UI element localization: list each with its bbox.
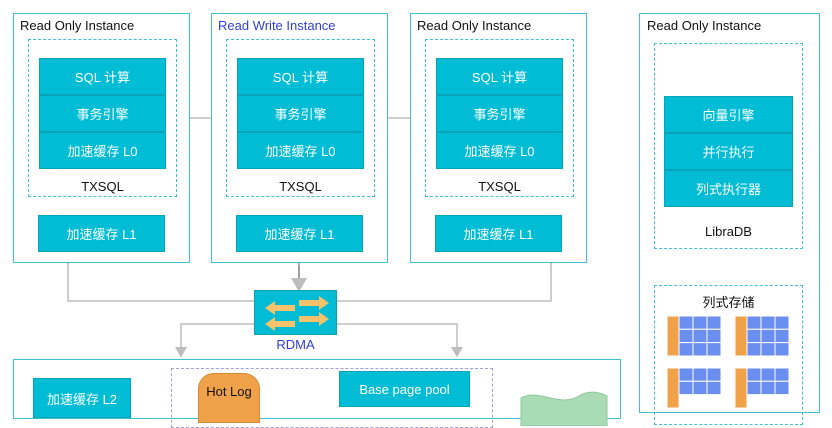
column-grid-3 [666,367,722,409]
hot-log-label: Hot Log [206,384,252,399]
columnar-storage-group: 列式存储 [654,285,803,425]
log-pool-group: Hot Log Base page pool [171,368,493,428]
read-only-instance-2: Read Only Instance SQL 计算 事务引擎 加速缓存 L0 T… [410,13,587,263]
column-grid-4 [734,367,790,409]
columnar-storage-title: 列式存储 [702,295,755,310]
arrow-rdma-storage-left [175,323,254,358]
rdma-arrows-icon [265,296,329,331]
hot-log-cell: Hot Log [198,373,260,423]
parallel-execution-cell: 并行执行 [664,133,793,170]
txsql-group: SQL 计算 事务引擎 加速缓存 L0 TXSQL [425,39,574,197]
transaction-engine-cell: 事务引擎 [237,95,364,132]
txsql-group: SQL 计算 事务引擎 加速缓存 L0 TXSQL [226,39,375,197]
sql-compute-cell: SQL 计算 [39,58,166,95]
vector-engine-cell: 向量引擎 [664,96,793,133]
read-only-instance-1: Read Only Instance SQL 计算 事务引擎 加速缓存 L0 T… [13,13,190,263]
column-grid-1 [666,315,722,357]
engine-label: TXSQL [279,179,322,194]
storage-wave-icon [520,391,608,426]
engine-label: TXSQL [81,179,124,194]
transaction-engine-cell: 事务引擎 [436,95,563,132]
shared-storage-area: 加速缓存 L2 Hot Log Base page pool [13,359,621,428]
arrow-ro2-rdma [337,255,557,302]
cache-l1-cell: 加速缓存 L1 [435,215,562,252]
columnar-executor-cell: 列式执行器 [664,170,793,207]
sql-compute-cell: SQL 计算 [436,58,563,95]
engine-label: LibraDB [705,224,752,239]
cache-l0-cell: 加速缓存 L0 [436,132,563,169]
sql-compute-cell: SQL 计算 [237,58,364,95]
arrow-rdma-storage-right [337,323,463,358]
column-grid-2 [734,315,790,357]
cache-l2-cell: 加速缓存 L2 [33,378,131,418]
libradb-instance: Read Only Instance 向量引擎 并行执行 列式执行器 Libra… [639,13,820,425]
instance-title: Read Write Instance [218,18,336,33]
instance-title: Read Only Instance [647,18,762,33]
cache-l1-cell: 加速缓存 L1 [38,215,165,252]
libradb-group: 向量引擎 并行执行 列式执行器 LibraDB [654,43,803,249]
cache-l0-cell: 加速缓存 L0 [39,132,166,169]
txsql-group: SQL 计算 事务引擎 加速缓存 L0 TXSQL [28,39,177,197]
instance-title: Read Only Instance [417,18,532,33]
cache-l1-cell: 加速缓存 L1 [236,215,363,252]
engine-label: TXSQL [478,179,521,194]
read-write-instance: Read Write Instance SQL 计算 事务引擎 加速缓存 L0 … [211,13,388,263]
instance-title: Read Only Instance [20,18,135,33]
base-page-pool-cell: Base page pool [339,371,470,407]
columnar-storage-grids [666,315,790,409]
transaction-engine-cell: 事务引擎 [39,95,166,132]
rdma-switch [254,290,337,335]
rdma-label: RDMA [276,337,315,352]
cache-l0-cell: 加速缓存 L0 [237,132,364,169]
arrow-ro1-rdma [62,255,254,302]
